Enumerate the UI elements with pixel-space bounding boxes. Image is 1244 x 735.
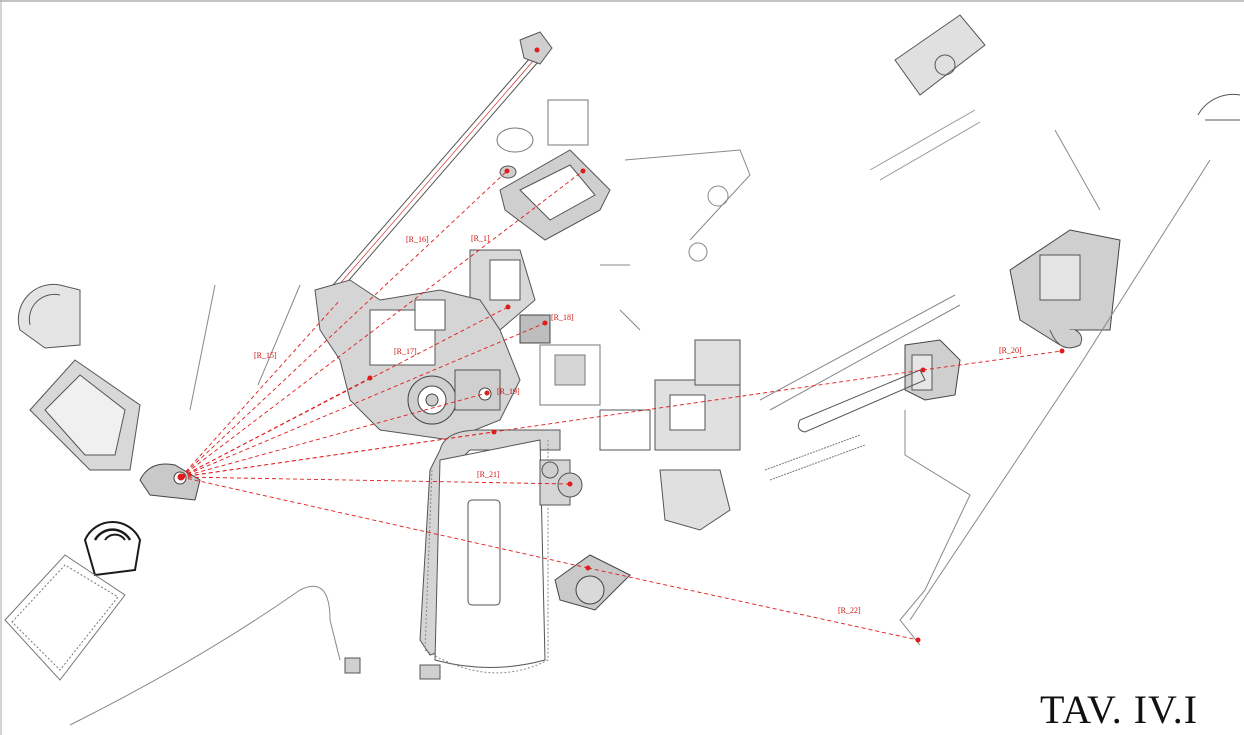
amphitheater-dark <box>83 520 142 577</box>
misc-fragments <box>189 129 1101 411</box>
target-point <box>567 481 573 487</box>
sightline-R_15 <box>180 299 341 478</box>
west-theaters <box>17 283 141 471</box>
apsidal-building <box>539 459 583 506</box>
baths-complex <box>599 339 741 531</box>
sightlines <box>180 170 1063 641</box>
target-point <box>505 304 511 310</box>
southern-boundary <box>69 585 441 726</box>
target-point <box>491 429 497 435</box>
sightline-R_19 <box>180 392 488 478</box>
target-point <box>504 168 510 174</box>
sightline-R_16 <box>180 170 508 478</box>
sightline-R_21 <box>180 476 571 485</box>
label-R_15: [R_15] <box>254 351 277 360</box>
circus <box>419 429 561 674</box>
target-point <box>534 47 540 53</box>
central-palace <box>314 279 601 441</box>
observation-exedra <box>139 463 201 501</box>
ruins-layer <box>4 14 1241 726</box>
sightline-R_20 <box>180 369 924 478</box>
target-point <box>542 320 548 326</box>
target-point <box>484 390 490 396</box>
target-points <box>177 47 1065 643</box>
label-R_19: [R_19] <box>497 387 520 396</box>
southwest-courtyard <box>4 554 126 681</box>
round-temple <box>554 554 631 611</box>
label-R_20: [R_20] <box>999 346 1022 355</box>
label-R_22: [R_22] <box>838 606 861 615</box>
sightline-R_22b <box>587 567 919 641</box>
upper-palace <box>469 99 611 331</box>
temple-cluster <box>759 294 961 481</box>
label-R_17: [R_17] <box>394 347 417 356</box>
sightline-R_1 <box>180 170 584 478</box>
label-R_21: [R_21] <box>477 470 500 479</box>
target-point <box>920 367 926 373</box>
target-point <box>367 375 373 381</box>
target-point <box>1059 348 1065 354</box>
sightline-R_18a <box>180 306 509 478</box>
target-point <box>915 637 921 643</box>
sightline-R_18 <box>180 322 546 478</box>
label-R_18: [R_18] <box>551 313 574 322</box>
sightline-R_17 <box>180 377 371 478</box>
observer-point <box>177 473 185 481</box>
east-complex <box>909 159 1211 621</box>
east-wall <box>899 410 971 646</box>
label-R_16: [R_16] <box>406 235 429 244</box>
target-point <box>585 565 591 571</box>
plate-title: TAV. IV.I <box>1040 687 1199 732</box>
sightline-labels: [R_16] [R_1] [R_15] [R_18] [R_17] [R_19]… <box>254 234 1022 615</box>
northeast-buildings <box>869 14 1241 181</box>
sightline-R_20b <box>922 350 1063 371</box>
label-R_1: [R_1] <box>471 234 490 243</box>
target-point <box>580 168 586 174</box>
